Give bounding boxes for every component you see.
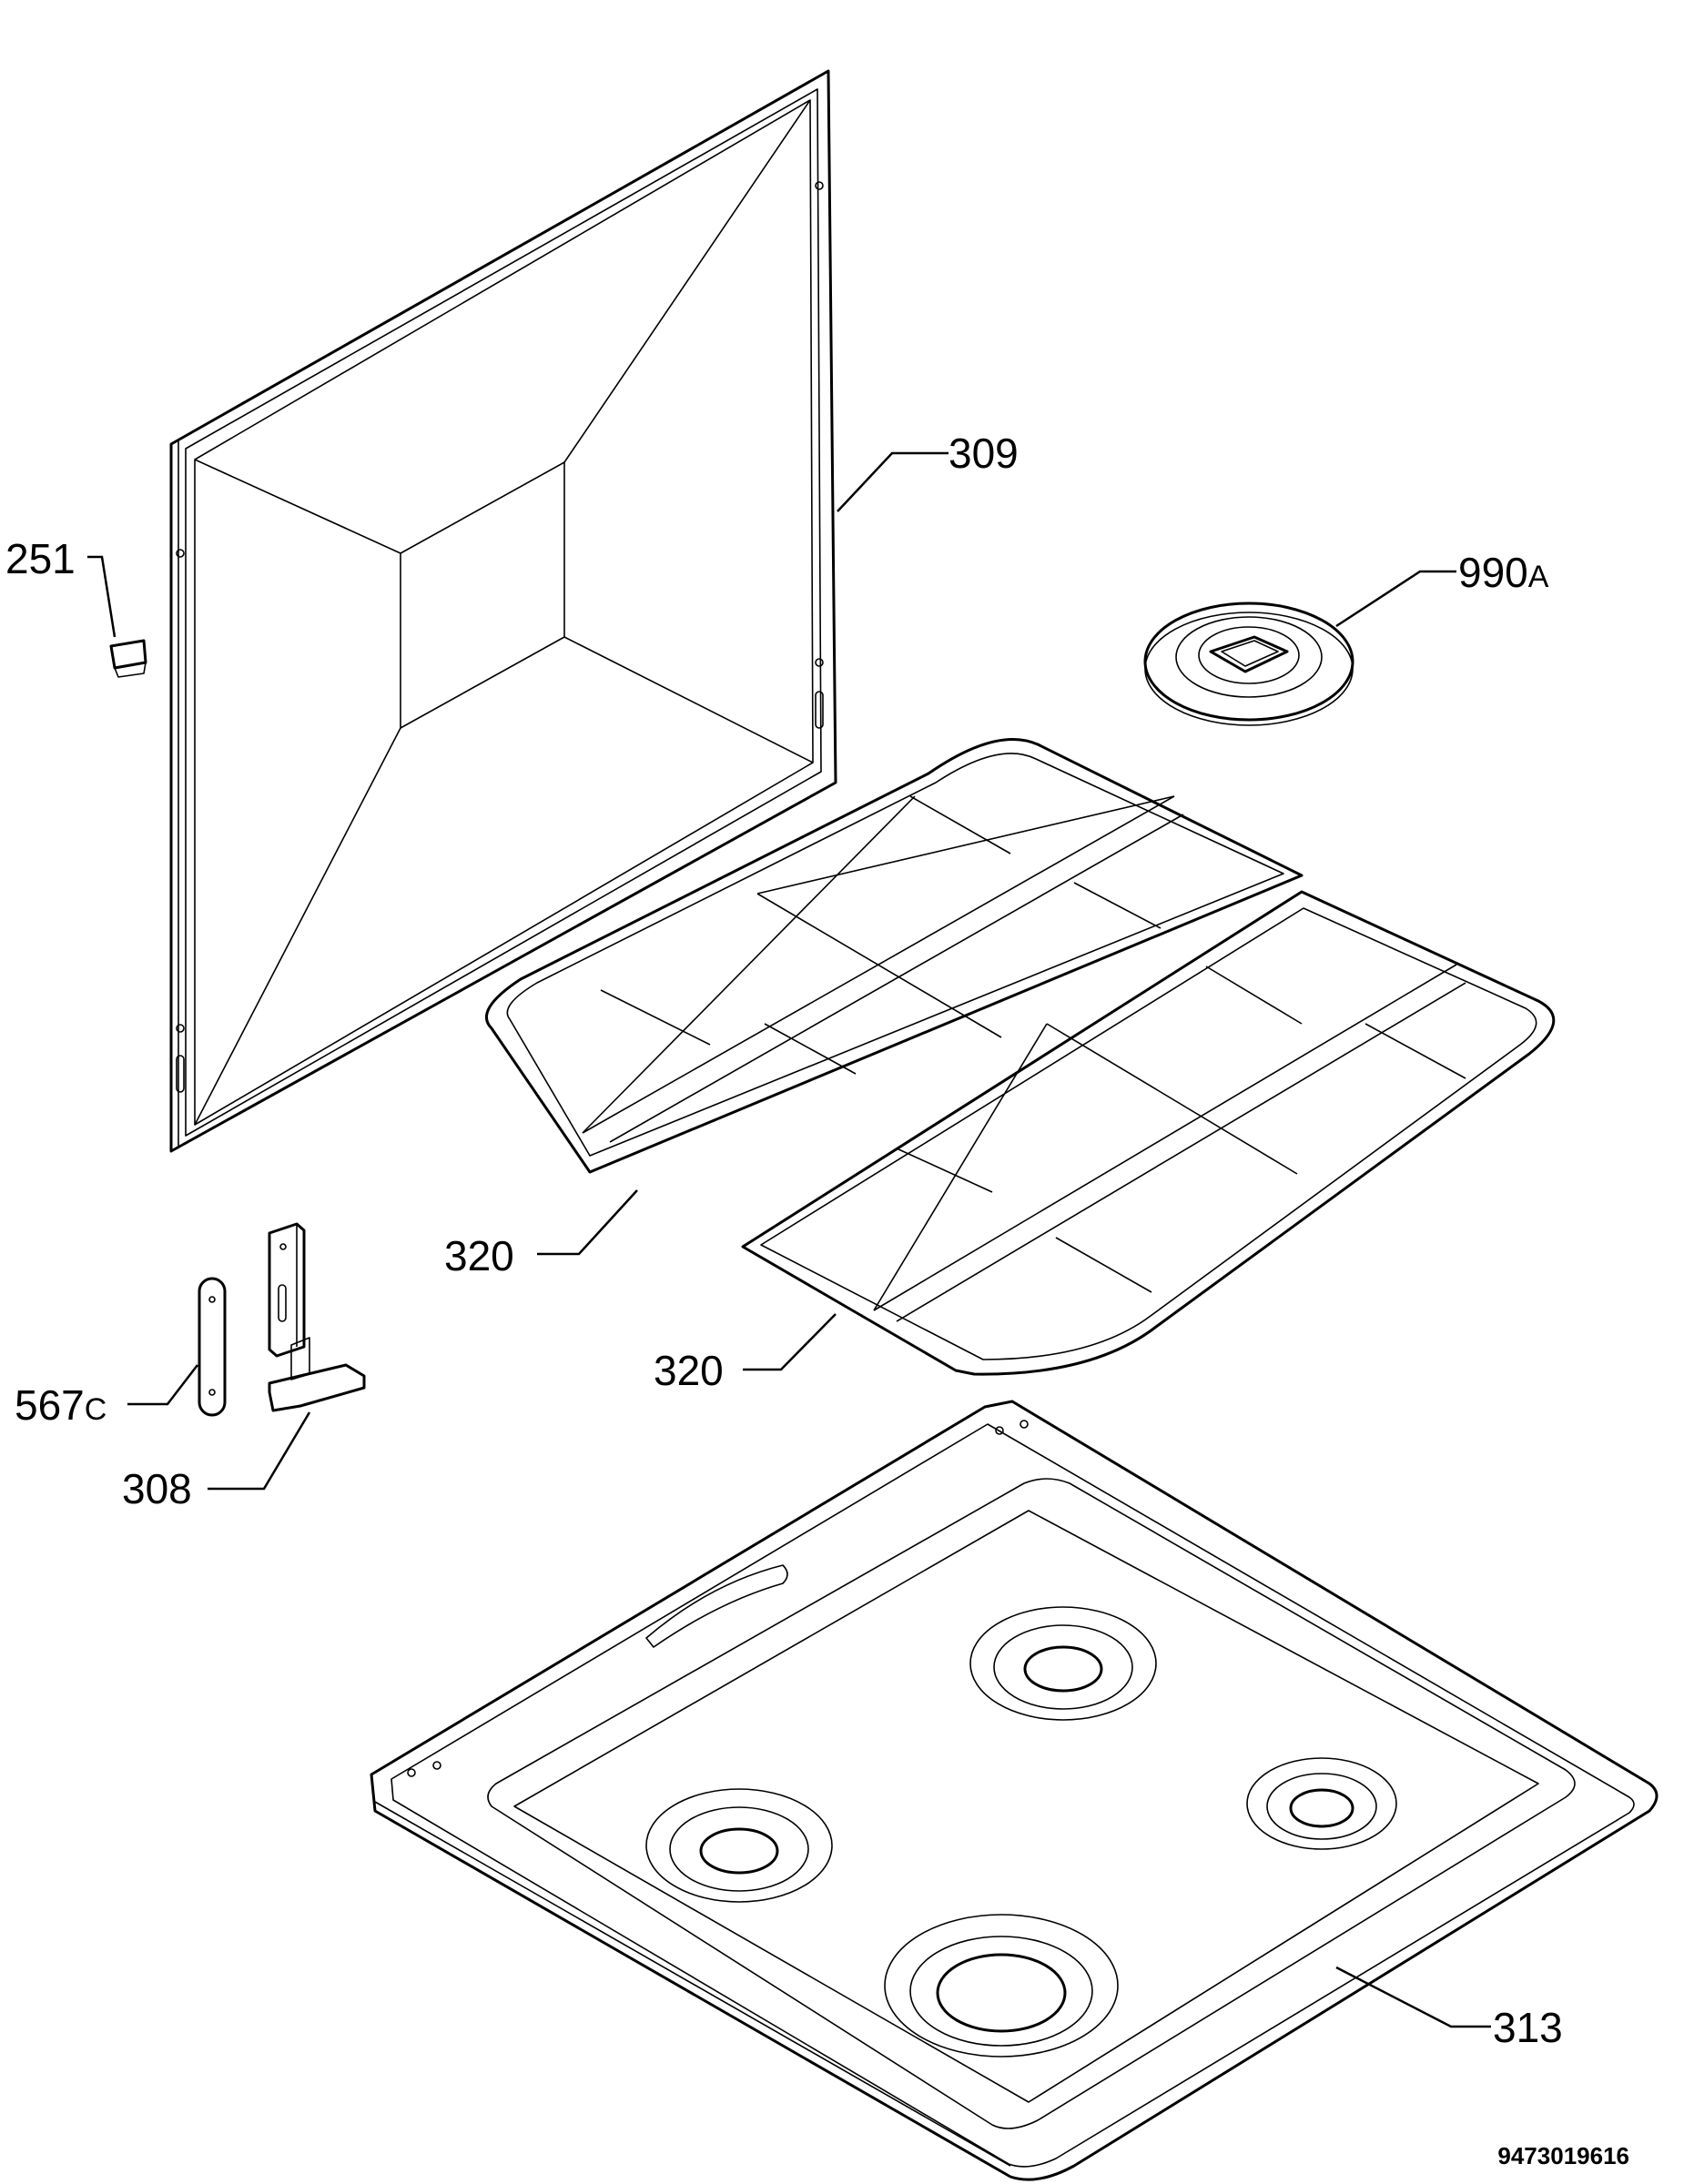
label-567c: 567C [15, 1381, 107, 1429]
pan-support-320-upper [484, 738, 1304, 1174]
label-251: 251 [5, 535, 76, 582]
clip-251 [109, 639, 147, 678]
label-990a: 990A [1458, 549, 1549, 596]
burner-cap-990a [1143, 602, 1354, 726]
label-990-number: 990 [1458, 549, 1528, 596]
hob-top-313 [370, 1400, 1659, 2181]
label-320-upper: 320 [444, 1232, 514, 1279]
leader-lines [87, 451, 1491, 2028]
label-320-lower: 320 [654, 1347, 724, 1394]
pan-support-320-lower [741, 890, 1556, 1376]
label-567-suffix: C [85, 1392, 107, 1427]
label-309: 309 [949, 430, 1019, 477]
strap-567c [198, 1277, 227, 1417]
label-567-number: 567 [15, 1381, 85, 1429]
part-labels: 309 251 990A 320 320 567C 308 313 947301… [5, 430, 1629, 2169]
label-308: 308 [122, 1465, 192, 1512]
hinge-308 [268, 1222, 366, 1412]
lid-panel-309 [169, 69, 837, 1153]
document-number: 9473019616 [1497, 2142, 1629, 2169]
label-990-suffix: A [1528, 560, 1549, 594]
label-313: 313 [1493, 2004, 1563, 2051]
